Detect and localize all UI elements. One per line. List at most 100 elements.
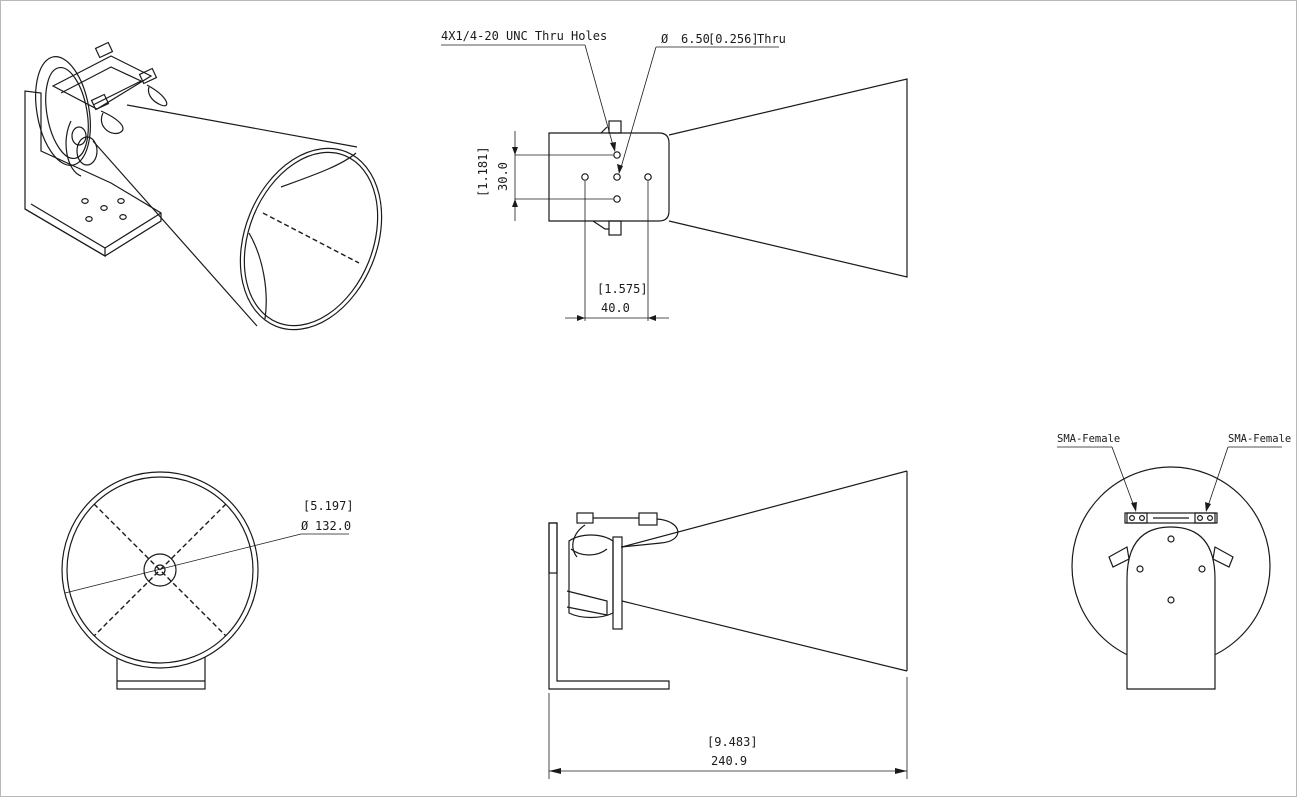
ridge-curve <box>248 232 267 320</box>
note-sma-right: SMA-Female <box>1228 433 1291 445</box>
arrowhead <box>577 315 585 321</box>
arrowhead <box>648 315 656 321</box>
arrowhead <box>1131 502 1137 512</box>
side-view: [9.483] 240.9 <box>548 470 908 779</box>
flange-tab <box>608 220 622 236</box>
feed-body <box>568 534 614 619</box>
mount-ring <box>76 136 98 166</box>
dim-hole-vertical-mm: 30.0 <box>496 162 510 191</box>
horn-edge <box>621 470 908 548</box>
note-thru-holes: 4X1/4-20 UNC Thru Holes <box>441 29 607 43</box>
leader-line <box>64 533 302 594</box>
mount-hole <box>613 151 621 159</box>
sma-connector <box>638 512 658 526</box>
flange-detail <box>600 126 608 134</box>
mount-hole <box>581 173 589 181</box>
arrowhead <box>512 147 518 155</box>
isometric-view <box>24 41 383 331</box>
arrowhead <box>549 768 561 774</box>
mount-ring <box>71 126 87 146</box>
top-view: [1.181] 30.0 [1.575] 40.0 4X1/4-20 UNC T… <box>441 29 908 321</box>
flange-tab <box>1108 546 1130 568</box>
horn-aperture-inner <box>243 151 379 327</box>
connector-pin <box>1196 514 1203 521</box>
cable <box>572 524 586 558</box>
feed-point <box>154 564 166 576</box>
mount-flange-side <box>612 536 623 630</box>
aperture-outer <box>61 471 259 669</box>
mount-plate <box>1126 526 1216 690</box>
connector-pin <box>1128 514 1135 521</box>
mount-hole <box>1136 565 1144 573</box>
ridge-line <box>93 503 227 637</box>
sma-connector <box>94 41 114 59</box>
cable <box>620 518 679 548</box>
bracket-plate <box>24 90 162 257</box>
sma-connector <box>90 93 110 111</box>
mount-hole <box>644 173 652 181</box>
mount-flange <box>35 56 91 166</box>
connector-pin <box>1138 514 1145 521</box>
bracket-hole <box>119 214 127 221</box>
arrowhead <box>1205 502 1211 512</box>
connector-plate <box>51 55 153 110</box>
sma-connector <box>576 512 594 524</box>
bracket-hole <box>100 205 108 212</box>
bracket-hole <box>117 198 125 205</box>
mount-hole <box>613 173 621 181</box>
dim-aperture-mm: 132.0 <box>315 519 351 533</box>
bracket-upright <box>548 522 558 574</box>
connector-detail <box>60 66 143 106</box>
arrowhead <box>512 199 518 207</box>
front-view: [5.197] Ø 132.0 <box>61 471 354 690</box>
feed-detail <box>570 548 608 556</box>
horn-outline <box>668 78 908 278</box>
ridge-line <box>262 212 360 264</box>
note-hole-dia-mm: 6.50 <box>681 32 710 46</box>
dim-length-in: [9.483] <box>707 735 758 749</box>
leader-line <box>1206 446 1229 510</box>
horn-edge <box>92 140 258 327</box>
bracket-edge-2 <box>104 212 162 249</box>
leader-line <box>1111 446 1136 510</box>
aperture-inner <box>66 476 254 664</box>
sma-connector <box>138 67 158 85</box>
ridge-curve <box>280 152 357 188</box>
flange-tab <box>1212 546 1234 568</box>
dim-hole-horizontal-in: [1.575] <box>597 282 648 296</box>
leader-line <box>619 46 657 172</box>
sma-connector <box>1126 512 1148 524</box>
dim-aperture-symbol: Ø <box>301 519 309 533</box>
bracket-hole <box>85 216 93 223</box>
rear-view: SMA-Female SMA-Female <box>1057 433 1291 690</box>
note-hole-dia-symbol: Ø <box>661 32 669 46</box>
feed-detail <box>566 590 608 616</box>
note-sma-left: SMA-Female <box>1057 433 1120 445</box>
bracket-side <box>548 522 670 690</box>
mount-hole <box>1167 596 1175 604</box>
flange-detail <box>592 220 609 230</box>
dim-hole-vertical-in: [1.181] <box>476 146 490 197</box>
horn-aperture <box>239 147 383 331</box>
leader-line <box>584 44 615 150</box>
cable-loop <box>146 84 168 107</box>
flange-tab <box>608 120 622 134</box>
feed-center <box>143 553 177 587</box>
ridge-line <box>93 503 227 637</box>
note-hole-dia-in: [0.256] <box>708 32 759 46</box>
horn-edge <box>126 104 358 148</box>
dim-aperture-in: [5.197] <box>303 499 354 513</box>
sma-connector <box>1194 512 1216 524</box>
cable-loop <box>65 120 82 177</box>
dim-length-mm: 240.9 <box>711 754 747 768</box>
mount-flange-inner <box>45 66 89 160</box>
arrowhead <box>617 164 623 174</box>
mount-hole <box>1198 565 1206 573</box>
arrowhead <box>610 142 616 152</box>
cable-loop <box>100 110 124 135</box>
mount-hole <box>1167 535 1175 543</box>
bracket-edge <box>24 203 106 258</box>
horn-edge <box>621 600 908 672</box>
